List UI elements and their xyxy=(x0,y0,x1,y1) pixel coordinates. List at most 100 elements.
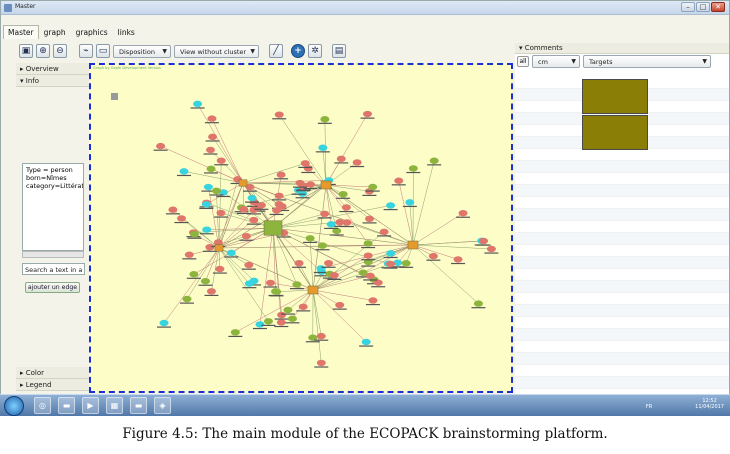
overview-section[interactable]: ▸ Overview xyxy=(16,63,89,75)
graph-node[interactable] xyxy=(277,203,287,210)
graph-node[interactable] xyxy=(216,157,226,164)
targets-select[interactable]: Targets ▼ xyxy=(583,54,711,68)
save-button[interactable]: ▣ xyxy=(19,44,33,58)
export-button[interactable]: ▤ xyxy=(332,44,346,58)
graph-node[interactable] xyxy=(292,281,302,288)
graph-node[interactable] xyxy=(453,256,463,263)
info-textbox[interactable]: Type = person born=Nîmes category=Littér… xyxy=(22,163,84,251)
add-edge-button[interactable]: ajouter un edge xyxy=(25,282,80,293)
graph-node[interactable] xyxy=(320,116,330,123)
graph-node[interactable] xyxy=(401,260,411,267)
comment-row[interactable] xyxy=(515,317,729,329)
comment-row[interactable] xyxy=(515,341,729,353)
comment-row[interactable] xyxy=(515,293,729,305)
comment-row[interactable] xyxy=(515,269,729,281)
graph-node[interactable] xyxy=(316,332,326,340)
graph-node[interactable] xyxy=(184,251,194,258)
graph-node[interactable] xyxy=(239,206,249,213)
graph-node[interactable] xyxy=(176,215,186,222)
graph-node[interactable] xyxy=(318,144,328,151)
legend-section[interactable]: ▸ Legend xyxy=(16,379,89,391)
graph-node[interactable] xyxy=(336,155,346,163)
graph-node[interactable] xyxy=(408,165,418,172)
graph-node[interactable] xyxy=(308,334,318,341)
all-button[interactable]: all xyxy=(517,55,529,67)
graph-node[interactable] xyxy=(189,230,199,238)
graph-node[interactable] xyxy=(230,329,240,336)
graph-node[interactable] xyxy=(241,232,251,240)
draw-edge-button[interactable]: ╱ xyxy=(269,44,283,58)
color-section[interactable]: ▸ Color xyxy=(16,367,89,379)
graph-node[interactable] xyxy=(324,259,334,267)
graph-hub-node[interactable] xyxy=(214,244,224,252)
graph-node[interactable] xyxy=(300,160,310,167)
graph-node[interactable] xyxy=(247,194,257,202)
zoom-out-button[interactable]: ⊖ xyxy=(53,44,67,58)
graph-node[interactable] xyxy=(182,295,192,303)
comment-row[interactable] xyxy=(515,281,729,293)
comments-header[interactable]: ▾ Comments xyxy=(515,43,729,54)
graph-node[interactable] xyxy=(287,315,297,322)
comment-row[interactable] xyxy=(515,209,729,221)
graph-node[interactable] xyxy=(206,165,216,173)
graph-node[interactable] xyxy=(159,319,169,327)
comment-row[interactable] xyxy=(515,305,729,317)
graph-node[interactable] xyxy=(326,221,336,228)
graph-node[interactable] xyxy=(276,319,286,326)
comment-row[interactable] xyxy=(515,329,729,341)
graph-node[interactable] xyxy=(193,100,203,108)
comment-row[interactable] xyxy=(515,365,729,377)
comment-row[interactable] xyxy=(515,185,729,197)
graph-node[interactable] xyxy=(479,237,489,245)
graph-hub-node[interactable] xyxy=(238,179,248,187)
graph-node[interactable] xyxy=(316,265,326,272)
cm-select[interactable]: cm ▼ xyxy=(532,54,580,68)
graph-node[interactable] xyxy=(272,288,282,295)
screen-button[interactable]: ▭ xyxy=(96,44,110,58)
graph-node[interactable] xyxy=(208,133,218,141)
graph-node[interactable] xyxy=(405,199,415,206)
folder-icon[interactable]: ▬ xyxy=(58,397,75,414)
graph-node[interactable] xyxy=(329,272,339,279)
graph-node[interactable] xyxy=(365,272,375,280)
graph-node[interactable] xyxy=(361,338,371,346)
graph-hub-node[interactable] xyxy=(307,285,319,295)
graph-node[interactable] xyxy=(358,269,368,276)
graph-node[interactable] xyxy=(386,260,396,268)
maximize-button[interactable]: □ xyxy=(696,2,710,12)
graph-node[interactable] xyxy=(272,207,282,214)
comment-thumbnail[interactable] xyxy=(582,115,648,150)
graph-node[interactable] xyxy=(365,215,375,223)
graph-node[interactable] xyxy=(428,252,438,260)
graph-node[interactable] xyxy=(363,240,373,247)
comment-row[interactable] xyxy=(515,173,729,185)
graph-node[interactable] xyxy=(189,271,199,278)
minimize-button[interactable]: – xyxy=(681,2,695,12)
graph-hub-node[interactable] xyxy=(320,180,332,190)
tab-graphics[interactable]: graphics xyxy=(75,28,108,37)
graph-node[interactable] xyxy=(332,227,342,235)
comment-row[interactable] xyxy=(515,149,729,161)
graph-node[interactable] xyxy=(200,277,210,285)
graph-node[interactable] xyxy=(245,183,255,191)
comment-row[interactable] xyxy=(515,353,729,365)
graph-node[interactable] xyxy=(205,243,215,251)
comment-row[interactable] xyxy=(515,377,729,389)
comment-row[interactable] xyxy=(515,221,729,233)
graph-node[interactable] xyxy=(207,115,217,122)
comment-thumbnail[interactable] xyxy=(582,79,648,114)
graph-node[interactable] xyxy=(429,157,439,164)
graph-node[interactable] xyxy=(342,219,352,226)
graph-node[interactable] xyxy=(201,201,211,208)
graph-node[interactable] xyxy=(305,235,315,242)
zoom-in-button[interactable]: ⊕ xyxy=(36,44,50,58)
graph-node[interactable] xyxy=(206,288,216,295)
graph-node[interactable] xyxy=(276,171,286,178)
graph-node[interactable] xyxy=(218,189,228,196)
comment-row[interactable] xyxy=(515,257,729,269)
graph-node[interactable] xyxy=(394,177,404,184)
media-player-icon[interactable]: ▶ xyxy=(82,397,99,414)
graph-hub-node[interactable] xyxy=(263,220,283,236)
graph-node[interactable] xyxy=(256,202,266,209)
graph-node[interactable] xyxy=(473,300,483,307)
